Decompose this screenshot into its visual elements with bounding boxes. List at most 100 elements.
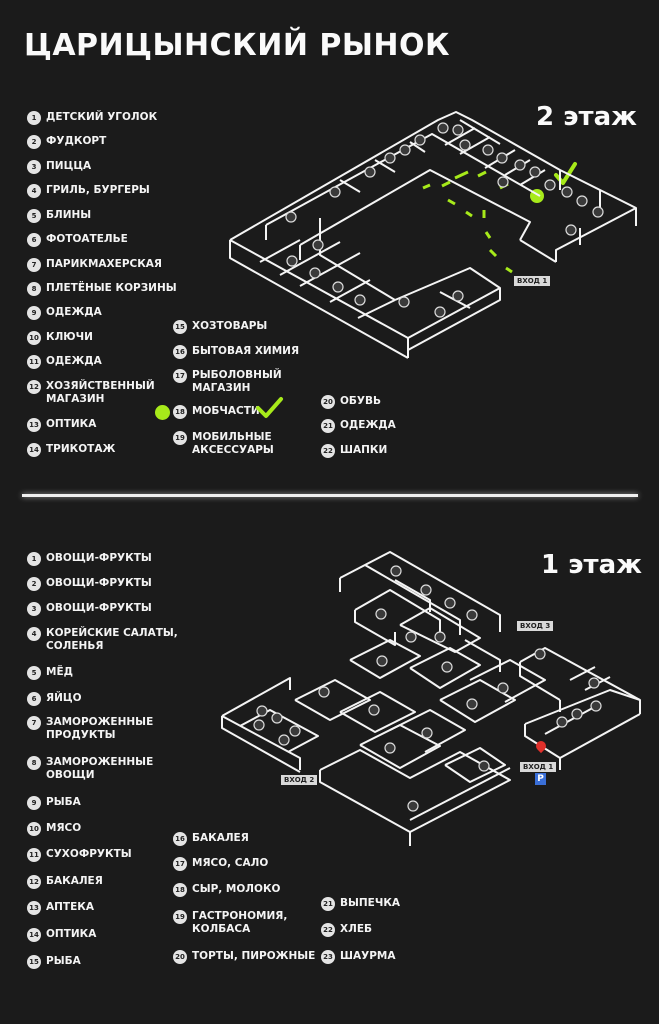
legend-number: 6 — [27, 233, 41, 247]
location-dot-icon — [530, 189, 544, 203]
legend-number: 4 — [27, 184, 41, 198]
legend-label: МЯСО, САЛО — [192, 857, 269, 869]
legend-number: 13 — [27, 418, 41, 432]
legend-number: 5 — [27, 209, 41, 223]
legend-number: 18 — [173, 883, 187, 897]
legend-item[interactable]: 4 ГРИЛЬ, БУРГЕРЫ — [27, 184, 150, 198]
legend-label: ЗАМОРОЖЕННЫЕ ОВОЩИ — [46, 756, 154, 781]
legend-label: ЯЙЦО — [46, 692, 82, 704]
legend-label: ХОЗЯЙСТВЕННЫЙ МАГАЗИН — [46, 380, 155, 405]
legend-item[interactable]: 19 МОБИЛЬНЫЕ АКСЕССУАРЫ — [173, 431, 274, 457]
legend-number: 10 — [27, 331, 41, 345]
legend-label: КОРЕЙСКИЕ САЛАТЫ, СОЛЕНЬЯ — [46, 627, 178, 652]
legend-number: 15 — [27, 955, 41, 969]
legend-label: БЛИНЫ — [46, 209, 92, 221]
location-pin-icon — [533, 738, 549, 754]
legend-label: ОВОЩИ-ФРУКТЫ — [46, 552, 152, 564]
legend-number: 23 — [321, 950, 335, 964]
legend-label: ГАСТРОНОМИЯ, КОЛБАСА — [192, 910, 288, 935]
legend-label: ОВОЩИ-ФРУКТЫ — [46, 602, 152, 614]
legend-number: 17 — [173, 369, 187, 383]
floor2-plan-outline — [229, 111, 637, 359]
legend-label: ТОРТЫ, ПИРОЖНЫЕ — [192, 950, 316, 962]
legend-item[interactable]: 1 ОВОЩИ-ФРУКТЫ — [27, 552, 152, 566]
legend-number: 16 — [173, 832, 187, 846]
parking-icon: P — [535, 773, 546, 785]
legend-number: 1 — [27, 111, 41, 125]
legend-number: 12 — [27, 380, 41, 394]
floor1-label: 1 этаж — [541, 550, 643, 580]
legend-number: 2 — [27, 577, 41, 591]
legend-item[interactable]: 4 КОРЕЙСКИЕ САЛАТЫ, СОЛЕНЬЯ — [27, 627, 178, 653]
legend-label: МОБИЛЬНЫЕ АКСЕССУАРЫ — [192, 431, 274, 456]
legend-label: РЫБА — [46, 796, 81, 808]
legend-label: ЗАМОРОЖЕННЫЕ ПРОДУКТЫ — [46, 716, 154, 741]
legend-label: ХОЗТОВАРЫ — [192, 320, 268, 332]
legend-number: 16 — [173, 345, 187, 359]
legend-label: ОБУВЬ — [340, 395, 382, 407]
legend-label: БЫТОВАЯ ХИМИЯ — [192, 345, 300, 357]
legend-number: 8 — [27, 282, 41, 296]
legend-item[interactable]: 12 ХОЗЯЙСТВЕННЫЙ МАГАЗИН — [27, 380, 155, 406]
legend-number: 1 — [27, 552, 41, 566]
legend-number: 3 — [27, 160, 41, 174]
legend-number: 19 — [173, 431, 187, 445]
legend-label: БАКАЛЕЯ — [46, 875, 103, 887]
legend-item[interactable]: 16 БЫТОВАЯ ХИМИЯ — [173, 345, 299, 359]
legend-label: ПЛЕТЁНЫЕ КОРЗИНЫ — [46, 282, 177, 294]
legend-number: 13 — [27, 901, 41, 915]
floor2-label: 2 этаж — [536, 102, 638, 132]
legend-label: ГРИЛЬ, БУРГЕРЫ — [46, 184, 150, 196]
legend-item[interactable]: 23 ШАУРМА — [321, 950, 395, 964]
legend-label: ШАУРМА — [340, 950, 396, 962]
legend-item[interactable]: 5 БЛИНЫ — [27, 209, 91, 223]
legend-number: 9 — [27, 796, 41, 810]
legend-item[interactable]: 9 РЫБА — [27, 796, 81, 810]
legend-item[interactable]: 8 ПЛЕТЁНЫЕ КОРЗИНЫ — [27, 282, 177, 296]
legend-number: 21 — [321, 897, 335, 911]
legend-label: ОДЕЖДА — [46, 306, 102, 318]
entrance-label: ВХОД 2 — [281, 775, 318, 785]
legend-number: 4 — [27, 627, 41, 641]
legend-label: ШАПКИ — [340, 444, 388, 456]
entrance-label: ВХОД 1 — [514, 276, 551, 286]
check-icon — [256, 397, 283, 418]
